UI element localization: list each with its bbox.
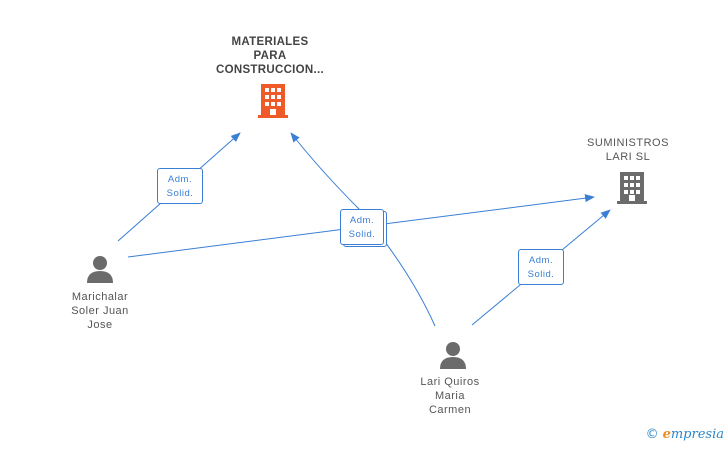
person-icon-marichalar[interactable]: [87, 256, 113, 283]
copyright-symbol: ©: [645, 427, 659, 442]
relation-role: Adm.: [528, 255, 554, 266]
brand-name: mpresia: [670, 427, 724, 442]
relation-role: Adm.: [167, 174, 193, 185]
relation-type: Solid.: [166, 188, 194, 199]
building-icon-materiales[interactable]: [258, 84, 288, 118]
company-label-suministros[interactable]: SUMINISTROS LARI SL: [587, 137, 669, 163]
person-label-lari[interactable]: Lari Quiros Maria Carmen: [420, 376, 480, 416]
brand-initial: e: [662, 427, 671, 442]
relation-badge-lari-materiales[interactable]: Adm. Solid.: [340, 209, 384, 245]
building-icon-suministros[interactable]: [617, 172, 647, 204]
relation-type: Solid.: [527, 269, 555, 280]
person-icon-lari[interactable]: [440, 342, 466, 369]
relation-badge-lari-suministros[interactable]: Adm. Solid.: [518, 249, 564, 285]
relation-badge-marichalar-materiales[interactable]: Adm. Solid.: [157, 168, 203, 204]
empresia-logo[interactable]: ©empresia: [646, 427, 724, 442]
company-label-materiales[interactable]: MATERIALES PARA CONSTRUCCION...: [216, 36, 324, 76]
relation-type: Solid.: [348, 229, 376, 240]
relation-role: Adm.: [349, 215, 375, 226]
person-label-marichalar[interactable]: Marichalar Soler Juan Jose: [71, 291, 129, 331]
